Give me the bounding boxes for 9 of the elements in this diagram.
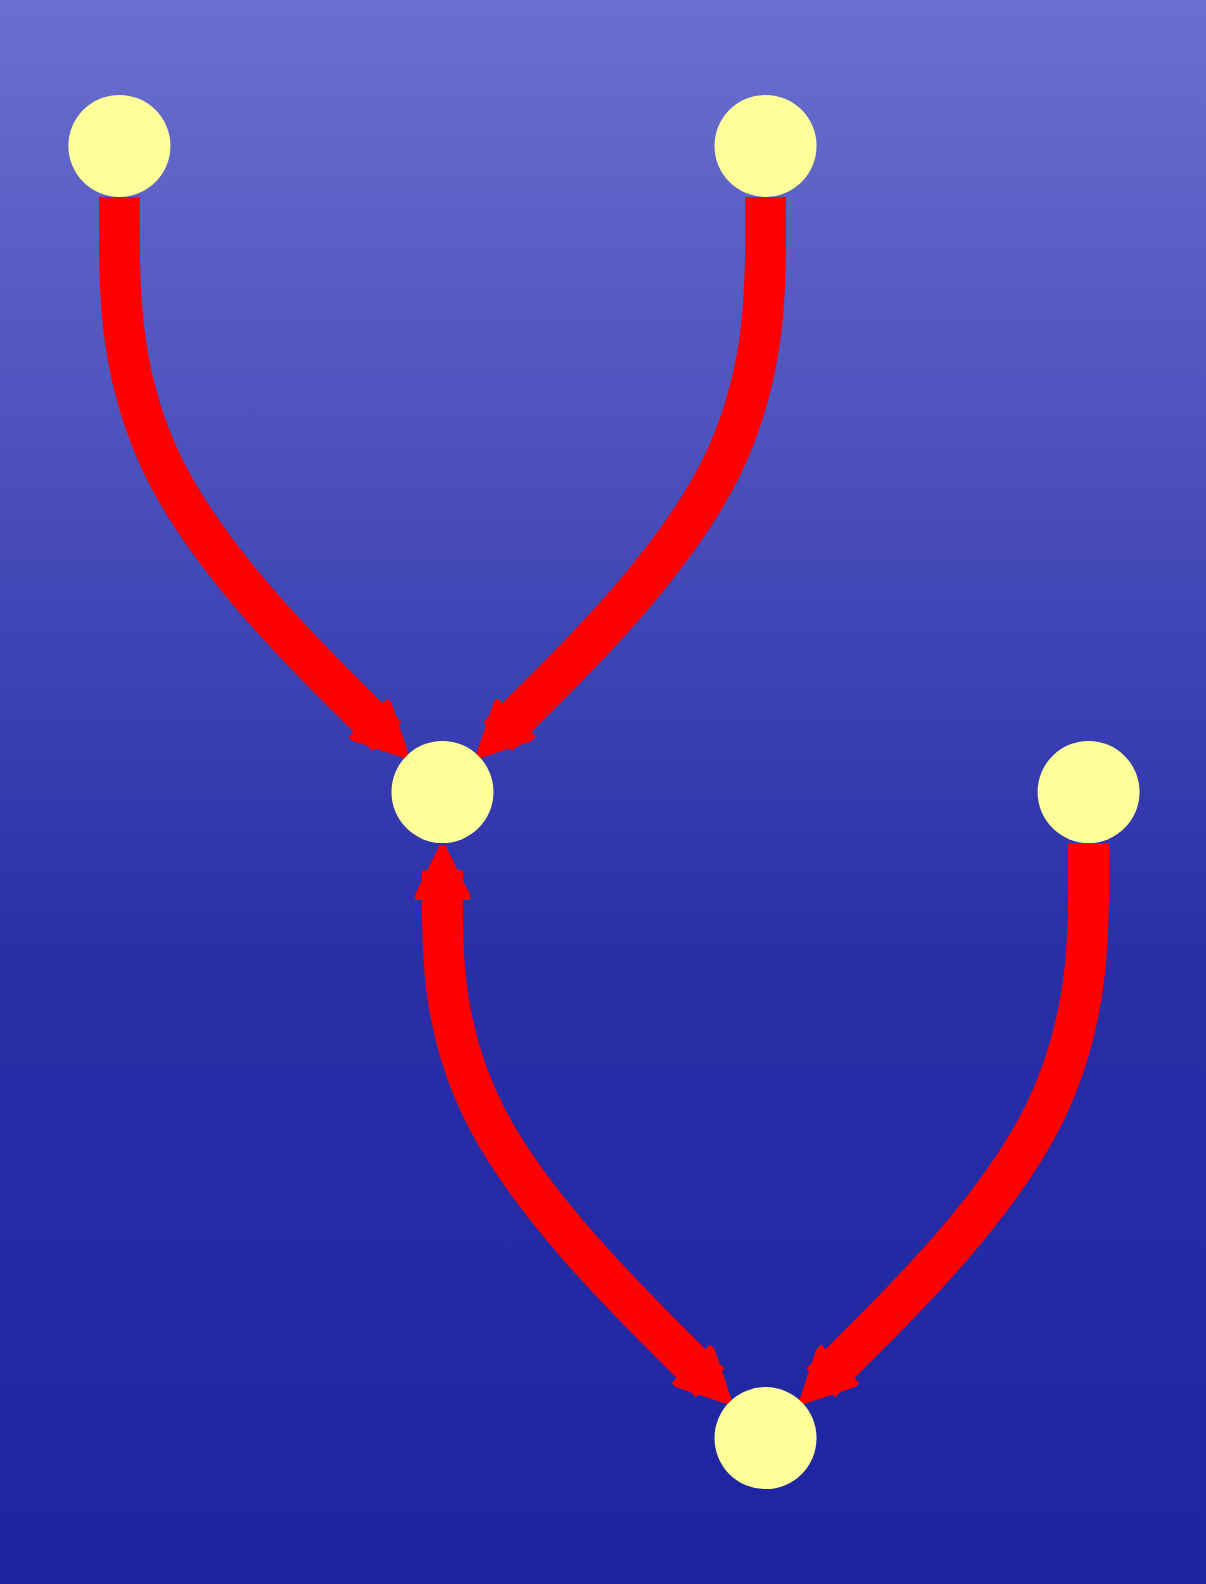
arrow [797, 843, 1108, 1405]
node-circle [1036, 741, 1139, 843]
arrow [411, 843, 732, 1405]
arrow [98, 196, 409, 759]
node-circle [67, 94, 170, 197]
arrow [474, 196, 785, 759]
node-circle [713, 94, 816, 197]
node-circle [713, 1387, 816, 1490]
node-circle [390, 741, 493, 843]
